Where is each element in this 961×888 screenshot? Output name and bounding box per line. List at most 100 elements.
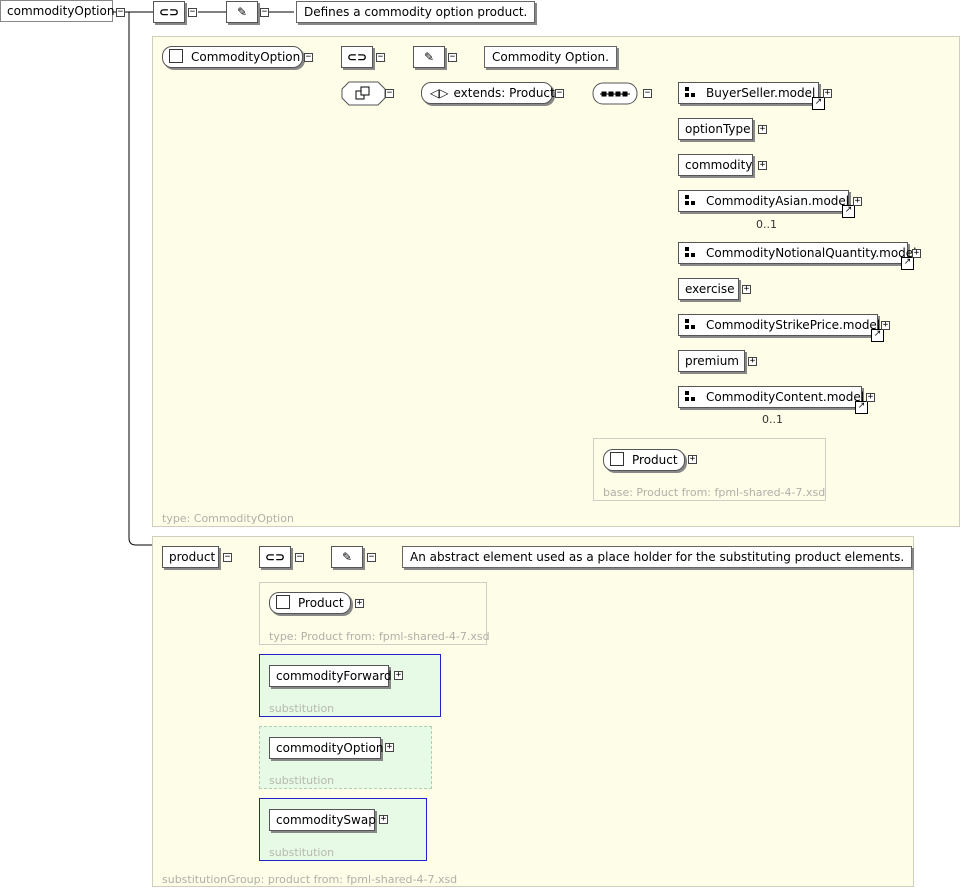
root-element-box[interactable]: commodityOption (0, 0, 115, 22)
product-element-box[interactable]: product (162, 546, 219, 568)
base-type-expand-toggle[interactable]: + (688, 454, 697, 464)
sequence-compositor[interactable] (592, 82, 640, 106)
product-documentation-collapse-toggle[interactable]: − (367, 552, 376, 562)
group-ref-label: CommodityAsian.model (706, 194, 850, 208)
substitution-element-box[interactable]: commodityForward (269, 665, 392, 687)
complex-content-node[interactable] (341, 81, 387, 107)
link-arrow-icon: ↗ (842, 205, 855, 218)
paperclip-icon: ⊂⊃ (158, 5, 180, 19)
complex-type-icon (276, 595, 290, 609)
sequence-icon (600, 91, 630, 97)
complex-type-documentation-text: Commodity Option. (484, 46, 617, 68)
product-documentation-text: An abstract element used as a place hold… (402, 546, 913, 568)
group-ref-commodity-asian-model[interactable]: CommodityAsian.model ↗ (678, 190, 855, 218)
product-annotation-collapse-toggle[interactable]: − (295, 552, 304, 562)
group-ref-label: CommodityStrikePrice.model (706, 318, 881, 332)
complex-type-collapse-toggle[interactable]: − (304, 52, 313, 62)
group-ref-label: CommodityContent.model (706, 390, 865, 404)
type-caption: type: CommodityOption (162, 512, 294, 525)
substitution-expand-toggle[interactable]: + (385, 742, 394, 752)
element-label: premium (685, 354, 739, 368)
group-ref-label: BuyerSeller.model (706, 86, 816, 100)
product-type-expand-toggle[interactable]: + (355, 598, 364, 608)
group-icon (685, 195, 696, 206)
root-documentation-collapse-toggle[interactable]: − (260, 7, 269, 17)
root-element-name: commodityOption (7, 4, 115, 18)
complex-type-annotation-box[interactable]: ⊂⊃ (341, 46, 373, 68)
extends-collapse-toggle[interactable]: − (555, 88, 564, 98)
group-ref-expand-toggle[interactable]: + (881, 320, 890, 330)
element-premium[interactable]: premium (678, 350, 745, 372)
group-ref-commodity-strike-price-model[interactable]: CommodityStrikePrice.model ↗ (678, 314, 884, 342)
group-icon (685, 391, 696, 402)
base-type-caption: base: Product from: fpml-shared-4-7.xsd (603, 486, 826, 499)
group-ref-label: CommodityNotionalQuantity.model (706, 246, 917, 260)
group-ref-expand-toggle[interactable]: + (823, 88, 832, 98)
root-collapse-toggle[interactable]: − (116, 7, 125, 17)
link-arrow-icon: ↗ (855, 401, 868, 414)
substitution-expand-toggle[interactable]: + (379, 814, 388, 824)
element-commodity[interactable]: commodity (678, 154, 753, 176)
element-label: optionType (685, 122, 751, 136)
group-icon (685, 319, 696, 330)
substitution-expand-toggle[interactable]: + (394, 670, 403, 680)
root-annotation-box[interactable]: ⊂⊃ (153, 1, 185, 23)
group-ref-commodity-notional-quantity-model[interactable]: CommodityNotionalQuantity.model ↗ (678, 242, 917, 270)
occurrence-label: 0..1 (756, 218, 777, 231)
complex-type-name: CommodityOption (191, 50, 301, 64)
root-documentation-text: Defines a commodity option product. (296, 1, 536, 23)
occurrence-label: 0..1 (762, 413, 783, 426)
link-arrow-icon: ↗ (871, 329, 884, 342)
base-type-box[interactable]: Product (603, 449, 685, 471)
element-expand-toggle[interactable]: + (748, 356, 757, 366)
product-type-name: Product (298, 596, 344, 610)
extends-label: extends: Product (453, 86, 555, 100)
group-ref-commodity-content-model[interactable]: CommodityContent.model ↗ (678, 386, 868, 414)
product-documentation-box[interactable]: ✎ (331, 546, 363, 568)
paperclip-icon: ⊂⊃ (264, 550, 286, 564)
product-collapse-toggle[interactable]: − (223, 552, 232, 562)
root-annotation-collapse-toggle[interactable]: − (188, 7, 197, 17)
substitution-caption: substitution (269, 774, 335, 787)
substitution-group-caption: substitutionGroup: product from: fpml-sh… (162, 873, 458, 886)
group-ref-buyer-seller-model[interactable]: BuyerSeller.model ↗ (678, 82, 825, 110)
complex-type-icon (610, 452, 624, 466)
type-panel-commodity-option (152, 36, 960, 527)
substitution-element-name: commoditySwap (276, 813, 376, 827)
substitution-element-box[interactable]: commodityOption (269, 737, 384, 759)
product-type-box[interactable]: Product (269, 592, 351, 614)
link-arrow-icon: ↗ (901, 257, 914, 270)
product-annotation-box[interactable]: ⊂⊃ (259, 546, 291, 568)
complex-type-icon (169, 49, 183, 63)
group-ref-expand-toggle[interactable]: + (912, 248, 921, 258)
root-documentation-box[interactable]: ✎ (226, 1, 258, 23)
extension-icon: ◁▷ (430, 86, 449, 100)
group-ref-expand-toggle[interactable]: + (853, 196, 862, 206)
group-ref-expand-toggle[interactable]: + (866, 392, 875, 402)
group-icon (685, 87, 696, 98)
scroll-icon: ✎ (423, 50, 435, 64)
element-label: exercise (685, 282, 735, 296)
group-icon (685, 247, 696, 258)
substitution-element-box[interactable]: commoditySwap (269, 809, 376, 831)
element-expand-toggle[interactable]: + (742, 284, 751, 294)
element-option-type[interactable]: optionType (678, 118, 753, 140)
product-type-caption: type: Product from: fpml-shared-4-7.xsd (269, 630, 490, 643)
product-element-name: product (169, 550, 216, 564)
extends-box[interactable]: ◁▷ extends: Product (421, 82, 555, 104)
element-label: commodity (685, 158, 753, 172)
element-expand-toggle[interactable]: + (758, 124, 767, 134)
complex-type-documentation-box[interactable]: ✎ (413, 46, 445, 68)
sequence-collapse-toggle[interactable]: − (643, 88, 652, 98)
complex-type-annotation-collapse-toggle[interactable]: − (376, 52, 385, 62)
substitution-element-name: commodityForward (276, 669, 392, 683)
substitution-caption: substitution (269, 702, 335, 715)
element-exercise[interactable]: exercise (678, 278, 739, 300)
complex-type-documentation-collapse-toggle[interactable]: − (448, 52, 457, 62)
paperclip-icon: ⊂⊃ (346, 50, 368, 64)
element-expand-toggle[interactable]: + (758, 160, 767, 170)
link-arrow-icon: ↗ (812, 97, 825, 110)
substitution-element-name: commodityOption (276, 741, 384, 755)
complex-content-collapse-toggle[interactable]: − (385, 88, 394, 98)
complex-type-box[interactable]: CommodityOption (162, 46, 303, 68)
